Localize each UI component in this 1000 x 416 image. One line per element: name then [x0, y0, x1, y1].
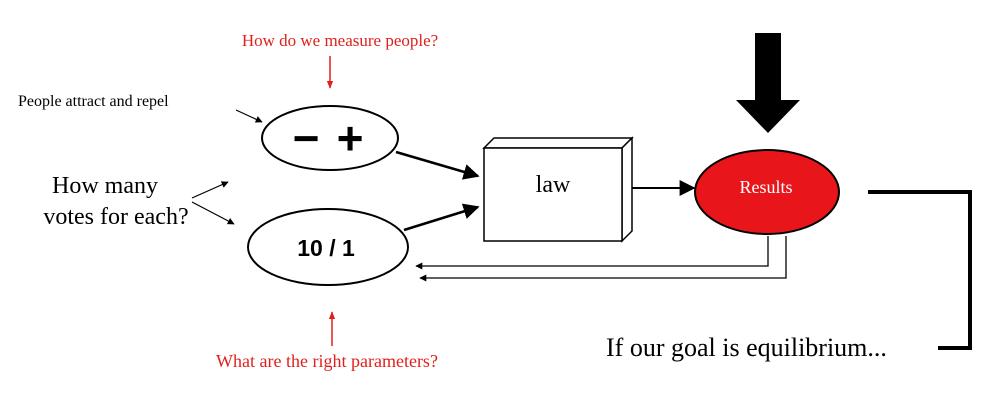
minus-plus-to-law-arrow — [395, 150, 480, 180]
feedback-arrow-inner — [415, 236, 769, 270]
law-box: law — [482, 136, 634, 243]
votes-arrow-up — [191, 181, 229, 199]
minus-sign: − — [293, 112, 320, 164]
law-label: law — [536, 172, 571, 198]
votes-label-line2: votes for each? — [43, 204, 188, 230]
down-arrow-icon — [736, 33, 800, 133]
votes-label-line1: How many — [52, 173, 158, 199]
attract-repel-label: People attract and repel — [18, 93, 169, 110]
results-label: Results — [739, 177, 792, 197]
goal-bracket — [868, 190, 972, 350]
attract-repel-arrow — [235, 109, 263, 123]
parameters-question-label: What are the right parameters? — [216, 351, 438, 371]
goal-label: If our goal is equilibrium... — [606, 333, 887, 362]
votes-arrow-down — [191, 201, 235, 225]
plus-sign: + — [337, 112, 364, 164]
ratio-node — [247, 208, 409, 286]
results-node — [694, 149, 840, 235]
feedback-arrow-outer — [419, 236, 787, 282]
ratio-to-law-arrow — [403, 203, 480, 232]
plus-minus-icon: − + — [293, 112, 364, 164]
ratio-label: 10 / 1 — [297, 235, 355, 261]
measure-question-label: How do we measure people? — [242, 31, 438, 50]
minus-plus-node — [261, 105, 399, 171]
